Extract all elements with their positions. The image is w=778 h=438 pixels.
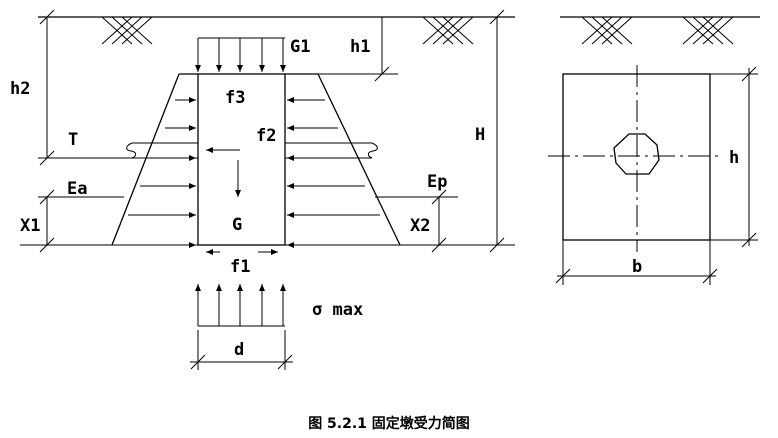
label-f3: f3	[225, 88, 245, 108]
load-G1-arrows	[195, 37, 286, 72]
label-d: d	[234, 340, 244, 360]
label-Ea: Ea	[67, 179, 87, 199]
pipe-left	[126, 142, 198, 159]
plan-pipe-section	[613, 133, 660, 175]
soil-hatch-left-2	[422, 16, 474, 45]
dimension-X2	[431, 189, 447, 253]
label-h2: h2	[10, 79, 30, 99]
plan-centerlines	[548, 65, 720, 252]
label-H: H	[475, 125, 485, 145]
base-pressure-arrows	[195, 284, 286, 327]
label-h: h	[729, 148, 739, 168]
figure-caption: 图 5.2.1 固定墩受力简图	[308, 415, 470, 432]
anchor-pier-block	[197, 73, 286, 246]
label-f1: f1	[230, 257, 250, 277]
label-X1: X1	[20, 216, 40, 236]
label-h1: h1	[350, 37, 370, 57]
label-Ep: Ep	[427, 172, 447, 192]
label-X2: X2	[410, 216, 430, 236]
soil-hatch-left-1	[101, 16, 153, 45]
dimension-h	[710, 66, 758, 248]
dimension-H	[489, 9, 505, 253]
dimension-d	[190, 330, 293, 370]
dimension-b	[555, 240, 718, 285]
soil-wedge	[111, 73, 401, 246]
label-sigma-max: σ max	[312, 300, 363, 320]
soil-hatch-right-2	[682, 16, 734, 45]
pipe-right	[285, 142, 378, 159]
dimension-X1	[39, 189, 55, 253]
label-G1: G1	[290, 37, 310, 57]
label-G: G	[232, 215, 242, 235]
active-pressure-arrows	[115, 97, 196, 248]
label-T: T	[68, 130, 78, 150]
soil-hatch-right-1	[581, 16, 633, 45]
label-f2: f2	[256, 126, 276, 146]
passive-pressure-arrows	[287, 97, 395, 248]
label-b: b	[632, 257, 642, 277]
